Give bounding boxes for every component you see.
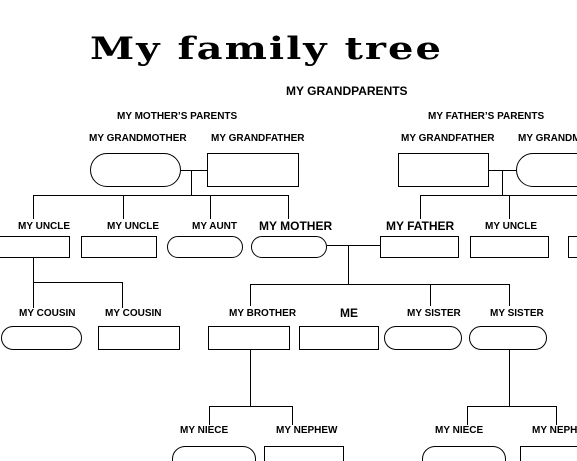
cousins-drop-line [33, 258, 34, 283]
uncle-2-line [123, 195, 124, 219]
mother-label: MY MOTHER [259, 219, 333, 233]
father-line [420, 195, 421, 219]
grandparents-heading: MY GRANDPARENTS [286, 84, 408, 98]
nephew-2-line [556, 406, 557, 425]
me-label: ME [340, 306, 358, 320]
paternal-grandfather-box[interactable] [398, 153, 489, 187]
cousin-1-label: MY COUSIN [19, 308, 76, 319]
sister-2-box[interactable] [469, 326, 547, 350]
maternal-grandmother-box[interactable] [90, 153, 181, 187]
paternal-children-bar [420, 195, 577, 196]
cousin-2-box[interactable] [98, 326, 180, 350]
mother-line [288, 195, 289, 219]
uncle-3-label: MY UNCLE [485, 221, 538, 232]
mothers-parents-heading: MY MOTHER’S PARENTS [117, 111, 238, 122]
nephew-1-box[interactable] [264, 446, 344, 461]
brother-label: MY BROTHER [229, 308, 297, 319]
niece-2-box[interactable] [422, 446, 506, 461]
cousin-2-label: MY COUSIN [105, 308, 162, 319]
nephew-2-box[interactable] [520, 446, 577, 461]
uncle-3-box[interactable] [470, 236, 549, 258]
nephew-2-label: MY NEPHEW [532, 425, 577, 436]
niece-1-box[interactable] [172, 446, 256, 461]
aunt-label: MY AUNT [192, 221, 237, 232]
brother-line [250, 284, 251, 306]
niece-1-label: MY NIECE [180, 425, 229, 436]
sister-children-bar [467, 406, 557, 407]
cousin-2-line [122, 282, 123, 308]
sister-1-box[interactable] [384, 326, 462, 350]
me-box[interactable] [299, 326, 379, 350]
father-box[interactable] [380, 236, 459, 258]
nephew-1-label: MY NEPHEW [276, 425, 338, 436]
mother-box[interactable] [251, 236, 327, 258]
cousin-1-box[interactable] [1, 326, 82, 350]
father-label: MY FATHER [386, 219, 455, 233]
niece-1-line [209, 406, 210, 425]
paternal-grandmother-label: MY GRANDMOTHER [518, 133, 577, 144]
uncle-3-line [509, 195, 510, 219]
sister-children-drop [509, 350, 510, 407]
maternal-drop-line [191, 170, 192, 196]
sister-2-line [509, 284, 510, 306]
cousins-bar [33, 282, 123, 283]
maternal-grandfather-label: MY GRANDFATHER [211, 133, 305, 144]
siblings-bar [250, 284, 510, 285]
aunt-box[interactable] [167, 236, 243, 258]
sister-1-line [430, 284, 431, 306]
niece-2-label: MY NIECE [435, 425, 484, 436]
brother-box[interactable] [208, 326, 290, 350]
uncle-1-line [33, 195, 34, 219]
paternal-grandfather-label: MY GRANDFATHER [401, 133, 495, 144]
fathers-parents-heading: MY FATHER’S PARENTS [428, 111, 545, 122]
parents-couple-line [327, 245, 380, 246]
uncle-2-box[interactable] [81, 236, 157, 258]
cousin-1-line [33, 282, 34, 308]
sister-2-label: MY SISTER [490, 308, 544, 319]
partial-box-right[interactable] [568, 236, 577, 258]
maternal-couple-line [181, 170, 207, 171]
maternal-grandmother-label: MY GRANDMOTHER [89, 133, 187, 144]
parents-drop-line [348, 245, 349, 285]
uncle-1-label: MY UNCLE [18, 221, 71, 232]
uncle-1-box[interactable] [0, 236, 70, 258]
maternal-grandfather-box[interactable] [207, 153, 299, 187]
brother-children-drop [250, 350, 251, 407]
brother-children-bar [209, 406, 293, 407]
maternal-children-bar [33, 195, 289, 196]
paternal-grandmother-box[interactable] [516, 153, 577, 187]
aunt-line [210, 195, 211, 219]
uncle-2-label: MY UNCLE [107, 221, 160, 232]
niece-2-line [467, 406, 468, 425]
sister-1-label: MY SISTER [407, 308, 461, 319]
nephew-1-line [292, 406, 293, 425]
paternal-drop-line [502, 170, 503, 196]
page-title: My family tree [90, 30, 443, 67]
